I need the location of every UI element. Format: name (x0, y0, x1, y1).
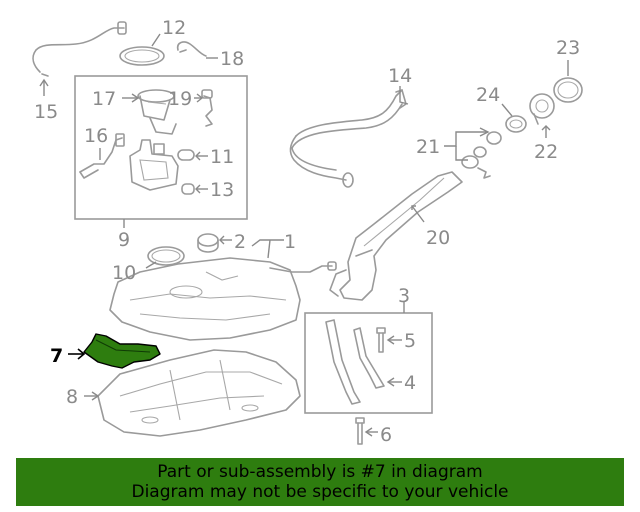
part-6-bolt[interactable] (355, 417, 365, 445)
part-22-filler-cap[interactable] (529, 93, 555, 125)
callout-12: 12 (162, 17, 186, 39)
banner-line-1: Part or sub-assembly is #7 in diagram (157, 462, 483, 482)
callout-3: 3 (398, 285, 410, 307)
callout-7-highlighted: 7 (50, 345, 63, 367)
callout-21: 21 (416, 136, 440, 158)
part-2-grommet[interactable] (197, 233, 219, 253)
pump-assembly-box (74, 75, 248, 220)
part-11-filter[interactable] (177, 149, 195, 161)
callout-14: 14 (388, 65, 412, 87)
part-7-heat-shield[interactable] (83, 333, 161, 369)
callout-15: 15 (34, 101, 58, 123)
callout-24-label: 24 (476, 84, 500, 106)
part-17-pump-module[interactable] (137, 89, 177, 135)
part-4-strap[interactable] (325, 319, 385, 405)
callout-10: 10 (112, 262, 136, 284)
callout-8: 8 (66, 386, 78, 408)
banner-line-2: Diagram may not be specific to your vehi… (131, 482, 509, 502)
part-10-gasket[interactable] (147, 246, 185, 266)
callout-11: 11 (210, 146, 234, 168)
callout-18: 18 (220, 48, 244, 70)
part-15-fuel-line[interactable] (32, 21, 127, 77)
part-23-ring[interactable] (553, 77, 583, 103)
exploded-parts-diagram: 1 2 3 4 5 6 7 8 9 10 11 12 13 14 15 16 1… (32, 17, 583, 446)
callout-4: 4 (404, 372, 416, 394)
part-19-sender[interactable] (201, 89, 213, 127)
callout-6: 6 (380, 424, 392, 446)
part-12-gasket[interactable] (119, 46, 165, 66)
part-16-sensor[interactable] (79, 133, 125, 179)
callout-2: 2 (234, 231, 246, 253)
callout-5: 5 (404, 330, 416, 352)
callout-23: 23 (556, 37, 580, 59)
part-20-filler-pipe[interactable] (329, 171, 463, 301)
callout-16: 16 (84, 125, 108, 147)
callout-1: 1 (284, 231, 296, 253)
part-14-vent-hose[interactable] (289, 89, 407, 188)
part-1-fuel-tank[interactable] (109, 257, 337, 341)
callout-17: 17 (92, 88, 116, 110)
part-18-hose[interactable] (176, 41, 207, 57)
pump-body[interactable] (129, 139, 179, 191)
part-24-seal[interactable] (505, 115, 527, 133)
info-banner: Part or sub-assembly is #7 in diagram Di… (16, 458, 624, 506)
strap-assembly-box (304, 312, 433, 414)
part-21-grommets[interactable] (461, 131, 502, 179)
callout-13: 13 (210, 179, 234, 201)
part-8-protector-plate[interactable] (97, 349, 301, 437)
callout-9: 9 (118, 229, 130, 251)
callout-22: 22 (534, 141, 558, 163)
callout-20: 20 (426, 227, 450, 249)
part-5-bolt[interactable] (376, 327, 386, 353)
part-13-clip[interactable] (181, 183, 195, 195)
callout-19: 19 (168, 88, 192, 110)
